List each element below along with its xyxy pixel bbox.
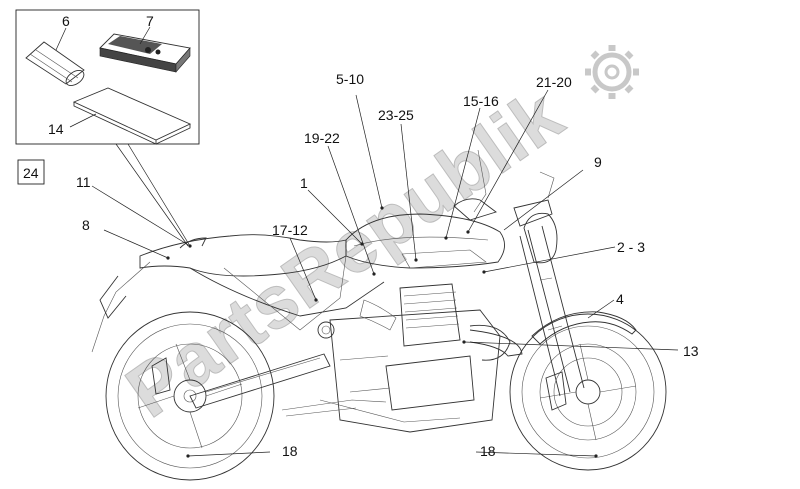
watermark: PartsRepublik — [111, 45, 639, 434]
leader-lines — [91, 89, 679, 458]
callout-18-rear: 18 — [282, 443, 298, 459]
box-label-text: 24 — [23, 165, 39, 181]
manual-illustration — [99, 33, 191, 73]
callout-2-3: 2 - 3 — [617, 239, 645, 255]
callout-19-22: 19-22 — [304, 130, 340, 146]
callout-23-25: 23-25 — [378, 107, 414, 123]
callout-14: 14 — [48, 121, 64, 137]
callout-8: 8 — [82, 217, 90, 233]
callout-1: 1 — [300, 175, 308, 191]
front-wheel — [509, 313, 667, 471]
inset-box: 6 7 14 — [15, 9, 200, 145]
card-illustration — [72, 87, 192, 145]
motorcycle-illustration — [91, 149, 667, 481]
callout-17-12: 17-12 — [272, 222, 308, 238]
callout-15-16: 15-16 — [463, 93, 499, 109]
callout-6: 6 — [62, 13, 70, 29]
callout-labels: 11 8 1 5-10 19-22 23-25 15-16 21-20 9 17… — [76, 71, 699, 459]
callout-13: 13 — [683, 343, 699, 359]
callout-5-10: 5-10 — [336, 71, 364, 87]
callout-9: 9 — [594, 154, 602, 170]
callout-11: 11 — [76, 174, 91, 190]
callout-4: 4 — [616, 291, 624, 307]
callout-21-20: 21-20 — [536, 74, 572, 90]
rear-wheel — [105, 311, 275, 481]
callout-7: 7 — [146, 13, 154, 29]
watermark-text: PartsRepublik — [112, 72, 578, 433]
pouch-illustration — [25, 41, 85, 87]
gear-icon — [585, 45, 639, 99]
box-label-24: 24 — [17, 159, 45, 185]
engine — [317, 283, 511, 433]
callout-18-front: 18 — [480, 443, 496, 459]
